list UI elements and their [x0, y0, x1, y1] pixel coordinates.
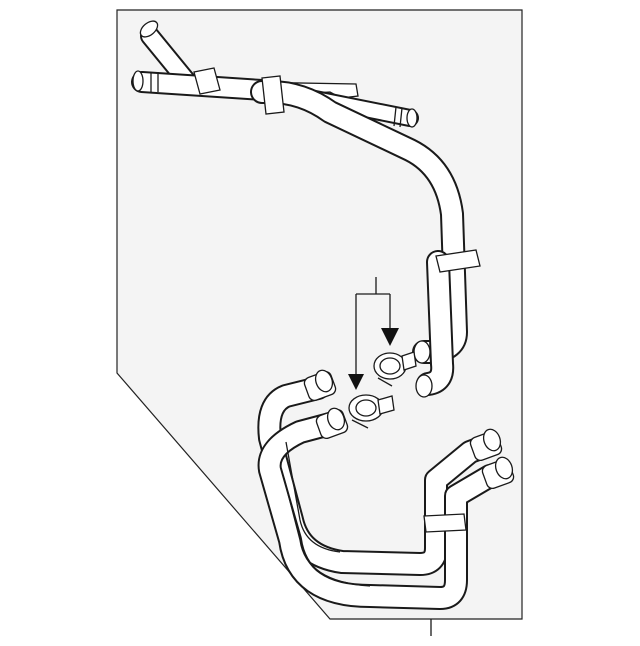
upper-heater-tube-assembly [131, 20, 481, 398]
outlet-end-upper [413, 340, 431, 364]
lower-heater-hose-assembly [257, 369, 515, 610]
clamp-leader-bracket [348, 277, 399, 390]
inlet-stub-end [139, 20, 159, 38]
tube-strap-left [193, 67, 221, 95]
left-pipe-end [132, 70, 144, 92]
hose-band [423, 513, 467, 533]
clamp-upper [373, 351, 417, 387]
outlet-end-lower [415, 374, 433, 398]
tube-strap-center [261, 75, 285, 115]
arrow-to-lower-clamp [348, 374, 364, 390]
right-pipe-end [406, 108, 418, 128]
clamp-lower [348, 394, 395, 429]
tube-strap-right [435, 249, 481, 273]
arrow-to-upper-clamp [381, 328, 399, 346]
